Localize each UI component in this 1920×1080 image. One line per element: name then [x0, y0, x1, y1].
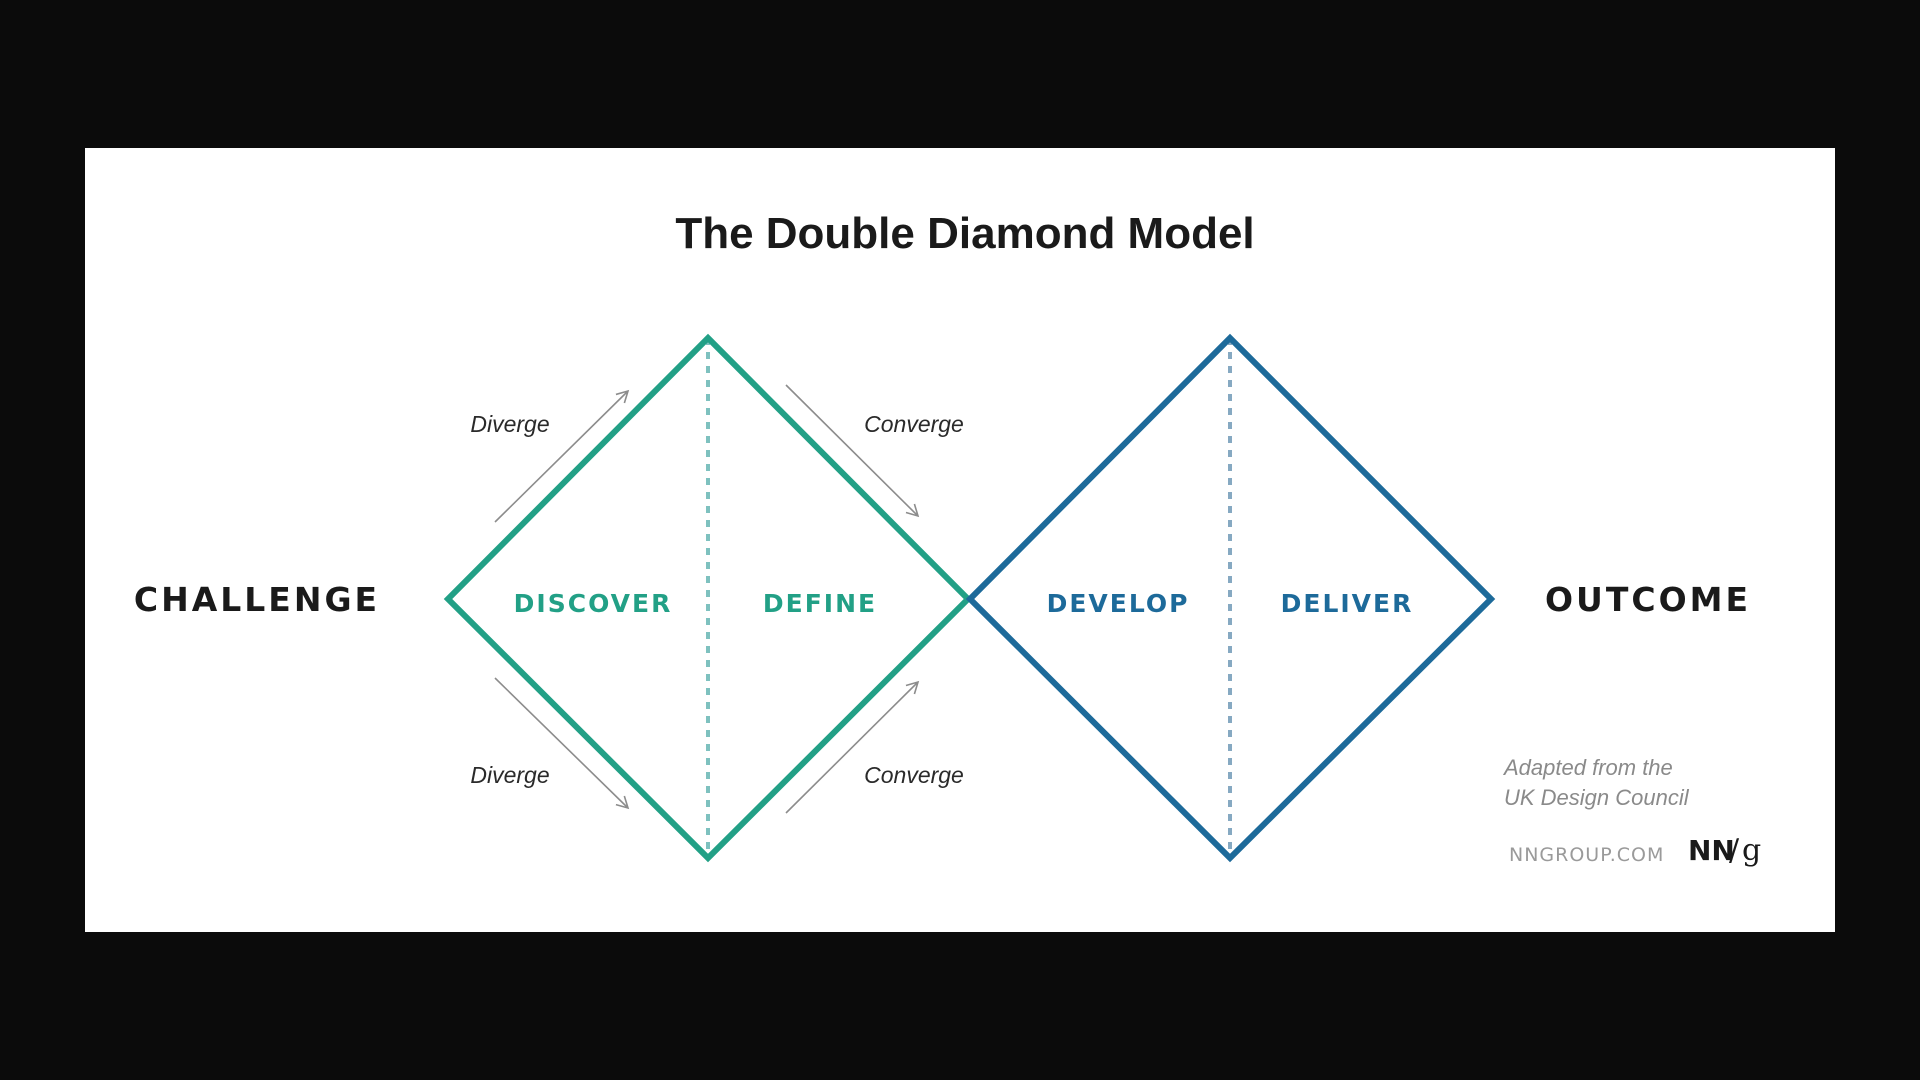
diverge-label-bottom: Diverge	[470, 762, 549, 788]
logo-slash: /	[1729, 833, 1740, 868]
phase-develop: DEVELOP	[1047, 589, 1190, 618]
converge-arrow-bottom	[785, 680, 920, 814]
converge-label-bottom: Converge	[864, 762, 964, 788]
phase-deliver: DELIVER	[1281, 589, 1414, 618]
site-url: NNGROUP.COM	[1509, 844, 1664, 866]
diamond-discover-define: DISCOVER DEFINE	[443, 333, 973, 863]
diagram-canvas: The Double Diamond Model CHALLENGE OUTCO…	[85, 148, 1835, 932]
converge-arrow-top	[785, 384, 920, 518]
diamond-2-outline	[965, 333, 1496, 863]
logo-nn: NN	[1688, 834, 1735, 867]
phase-define: DEFINE	[763, 589, 877, 618]
credit-line-2: UK Design Council	[1504, 785, 1690, 810]
diverge-label-top: Diverge	[470, 411, 549, 437]
converge-label-top: Converge	[864, 411, 964, 437]
phase-discover: DISCOVER	[514, 589, 673, 618]
challenge-label: CHALLENGE	[134, 580, 380, 619]
diamond-develop-deliver: DEVELOP DELIVER	[965, 333, 1496, 863]
diamond-1-outline	[443, 333, 973, 863]
credit-line-1: Adapted from the	[1502, 755, 1673, 780]
diverge-arrow-top	[494, 389, 630, 523]
diverge-arrow-bottom	[494, 677, 630, 810]
page-title: The Double Diamond Model	[675, 209, 1254, 258]
outcome-label: OUTCOME	[1545, 580, 1751, 619]
logo-g: g	[1742, 833, 1761, 868]
double-diamond-diagram: The Double Diamond Model CHALLENGE OUTCO…	[134, 209, 1761, 868]
nng-logo: NN / g	[1688, 833, 1761, 868]
